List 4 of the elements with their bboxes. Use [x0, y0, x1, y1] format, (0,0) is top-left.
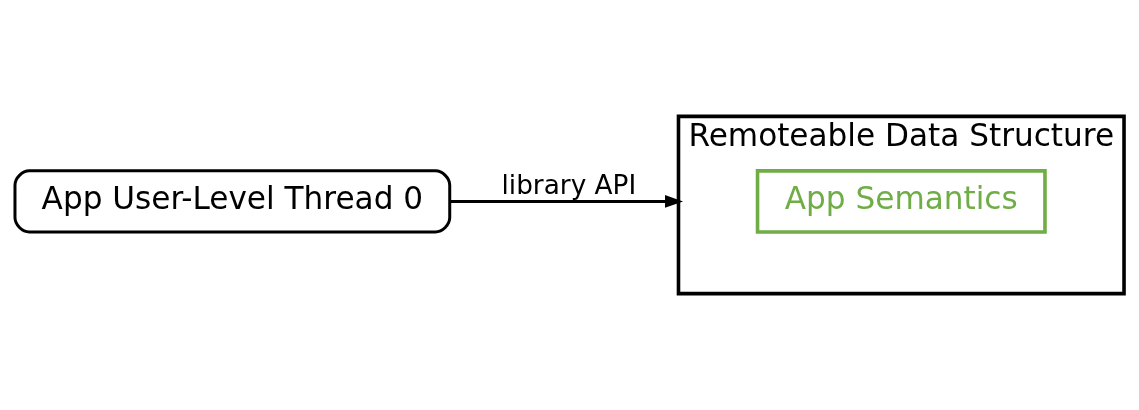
node-box: App User-Level Thread 0	[13, 169, 452, 234]
edge-label: library API	[501, 169, 637, 200]
arrow	[449, 195, 683, 208]
node-box: App Semantics	[755, 169, 1047, 234]
